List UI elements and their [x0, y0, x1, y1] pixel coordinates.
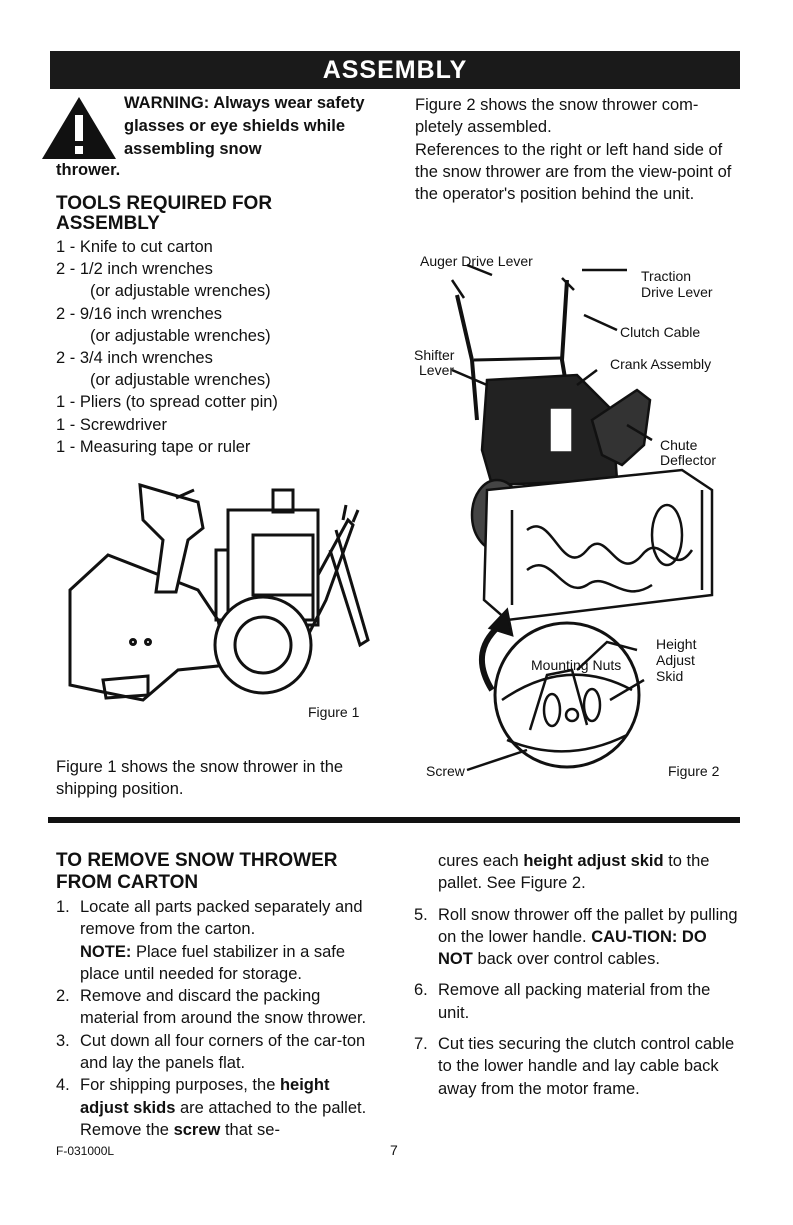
label-crank-assembly: Crank Assembly [610, 356, 712, 372]
list-item: 6. Remove all packing material from the … [414, 979, 744, 1024]
step-text: Locate all parts packed separately and r… [80, 898, 363, 939]
figure-1-illustration [68, 482, 370, 702]
list-item: 3. Cut down all four corners of the car-… [56, 1030, 376, 1075]
step-number: 7. [414, 1035, 428, 1054]
list-item: 7. Cut ties securing the clutch control … [414, 1033, 744, 1100]
label-skid: Skid [656, 668, 684, 684]
step-list-left: 1. Locate all parts packed separately an… [56, 896, 376, 1141]
step-text: back over control cables. [477, 950, 660, 969]
step-text: are attached to the pallet. Remove the [80, 1098, 367, 1139]
emphasis-text: height adjust skids [80, 1076, 330, 1117]
step-number: 1. [56, 898, 70, 916]
list-item: 2. Remove and discard the packing materi… [56, 985, 376, 1030]
step-text: cures each [438, 852, 519, 870]
intro-paragraph: Figure 2 shows the snow thrower com-plet… [415, 96, 699, 137]
tool-line: (or adjustable wrenches) [90, 326, 271, 345]
step-number: 6. [414, 981, 428, 1000]
step-text: to the pallet. See Figure 2. [438, 852, 710, 893]
step-number: 5. [414, 905, 428, 924]
label-auger-drive-lever: Auger Drive Lever [420, 253, 533, 269]
remove-heading: TO REMOVE SNOW THROWER FROM CARTON [56, 850, 338, 893]
label-height: Height [656, 636, 697, 652]
tool-line: 2 - 1/2 inch wrenches [56, 260, 213, 279]
step-continuation: cures each height adjust skid to the pal… [414, 850, 744, 895]
emphasis-text: height adjust skid [523, 852, 664, 870]
tool-list: 1 - Knife to cut carton 2 - 1/2 inch wre… [56, 236, 396, 458]
step-text: that se- [224, 1120, 280, 1139]
caution-text: CAU-TION: DO NOT [438, 927, 707, 969]
note-label: NOTE: [80, 942, 132, 961]
list-item: 5. Roll snow thrower off the pallet by p… [414, 904, 744, 971]
label-clutch-cable: Clutch Cable [620, 324, 701, 340]
label-adjust: Adjust [656, 652, 695, 668]
step-list: 5. Roll snow thrower off the pallet by p… [414, 904, 744, 1100]
step-text: Cut down all four corners of the car-ton… [80, 1031, 366, 1073]
tool-line: (or adjustable wrenches) [90, 282, 271, 301]
tool-line: 1 - Screwdriver [56, 415, 167, 434]
step-number: 2. [56, 987, 70, 1006]
step-list-right: cures each height adjust skid to the pal… [414, 850, 744, 1100]
label-deflector: Deflector [660, 452, 717, 468]
step-text: Remove all packing material from the uni… [438, 981, 711, 1022]
tool-line: 1 - Pliers (to spread cotter pin) [56, 393, 278, 412]
label-chute: Chute [660, 437, 698, 453]
warning-triangle-icon [42, 97, 116, 159]
tools-heading: TOOLS REQUIRED FOR ASSEMBLY [56, 193, 273, 234]
figure-1-description: Figure 1 shows the snow thrower in the s… [56, 758, 344, 798]
label-drive-lever: Drive Lever [641, 284, 713, 300]
step-text: Remove and discard the packing material … [80, 987, 367, 1028]
list-item: 1. Locate all parts packed separately an… [56, 896, 376, 985]
figure-1-caption-label: Figure 1 [308, 704, 360, 720]
figure-2-caption-label: Figure 2 [668, 763, 720, 779]
figure-2-illustration [450, 263, 714, 772]
label-shifter: Shifter [414, 347, 455, 363]
label-mounting-nuts: Mounting Nuts [531, 657, 622, 673]
step-text: Roll snow thrower off the pallet by pull… [438, 905, 738, 946]
label-screw: Screw [426, 763, 465, 779]
emphasis-text: screw [173, 1120, 221, 1139]
intro-paragraph: References to the right or left hand sid… [415, 140, 732, 204]
step-number: 3. [56, 1031, 70, 1050]
section-header: ASSEMBLY [50, 51, 740, 89]
tool-line: 2 - 9/16 inch wrenches [56, 304, 223, 323]
document-code: F-031000L [56, 1144, 115, 1158]
tool-line: 1 - Knife to cut carton [56, 238, 213, 256]
intro-text: Figure 2 shows the snow thrower com-plet… [415, 94, 745, 205]
step-text: Cut ties securing the clutch control cab… [438, 1035, 735, 1098]
step-number: 4. [56, 1076, 70, 1095]
note-text: Place fuel stabilizer in a safe place un… [80, 942, 346, 983]
page-number: 7 [390, 1142, 398, 1158]
tool-line: 2 - 3/4 inch wrenches [56, 349, 213, 368]
list-item: 4. For shipping purposes, the height adj… [56, 1074, 376, 1141]
label-shifter-lever: Lever [419, 362, 455, 378]
label-traction: Traction [641, 268, 692, 284]
warning-text: WARNING: Always wear safety glasses or e… [124, 94, 365, 158]
step-text: For shipping purposes, the [80, 1076, 276, 1095]
warning-text-tail: thrower. [56, 161, 121, 179]
tool-line: (or adjustable wrenches) [90, 371, 271, 390]
section-divider [48, 817, 740, 823]
tool-line: 1 - Measuring tape or ruler [56, 437, 251, 456]
